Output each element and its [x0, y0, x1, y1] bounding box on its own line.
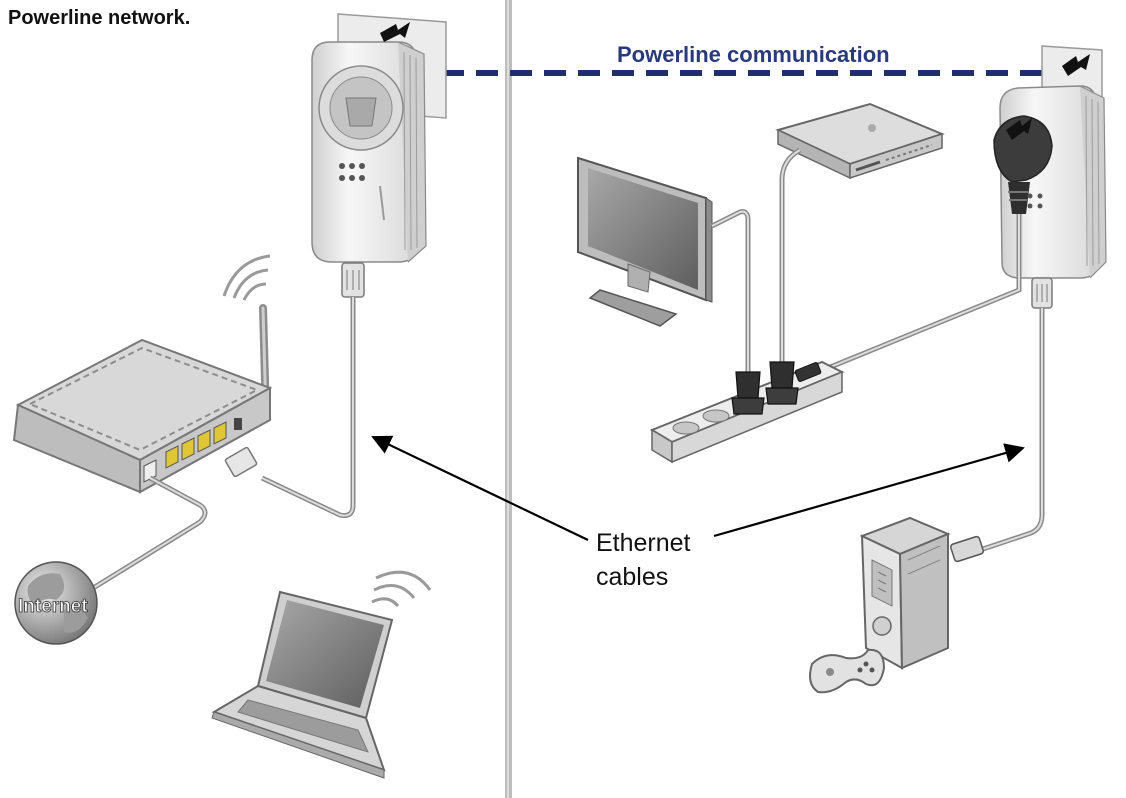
plug-arrow-left [380, 22, 410, 42]
power-cable-adapter [827, 214, 1022, 371]
ethernet-label-line2: cables [596, 563, 668, 591]
powerline-adapter-with-plug-icon [993, 85, 1107, 279]
laptop-icon [211, 590, 394, 779]
plug-arrow-right-top [1062, 54, 1090, 76]
globe-label: Internet [18, 596, 88, 617]
powerline-label: Powerline communication [617, 42, 890, 67]
plug-monitor [731, 371, 765, 415]
plug-receiver [765, 361, 799, 405]
ethernet-connector-adapter-right [1031, 277, 1053, 309]
ethernet-cable-right [979, 308, 1045, 553]
callout-arrow-left [371, 435, 589, 541]
room-divider-highlight [507, 0, 509, 798]
ethernet-connector-console [949, 535, 985, 563]
game-console-icon [859, 516, 951, 670]
power-cable-receiver [779, 147, 802, 364]
gamepad-icon [809, 648, 886, 694]
wifi-waves-router [222, 254, 271, 301]
callout-arrow-right [713, 443, 1025, 538]
plug-arrow-right-plug [1006, 118, 1032, 140]
power-cable-monitor [710, 209, 751, 372]
powerline-adapter-icon [311, 41, 427, 263]
ethernet-cable-internet [88, 475, 208, 593]
ethernet-cable-left [260, 297, 356, 518]
set-top-box-icon [775, 102, 945, 180]
ethernet-label-line1: Ethernet [596, 529, 691, 557]
internet-globe-icon: Internet [14, 561, 98, 645]
wifi-waves-laptop [371, 570, 432, 608]
ethernet-connector-adapter-left [341, 262, 365, 298]
monitor-icon [577, 156, 713, 327]
wireless-router-icon [12, 304, 273, 494]
figure-caption: Powerline network. [8, 7, 190, 29]
